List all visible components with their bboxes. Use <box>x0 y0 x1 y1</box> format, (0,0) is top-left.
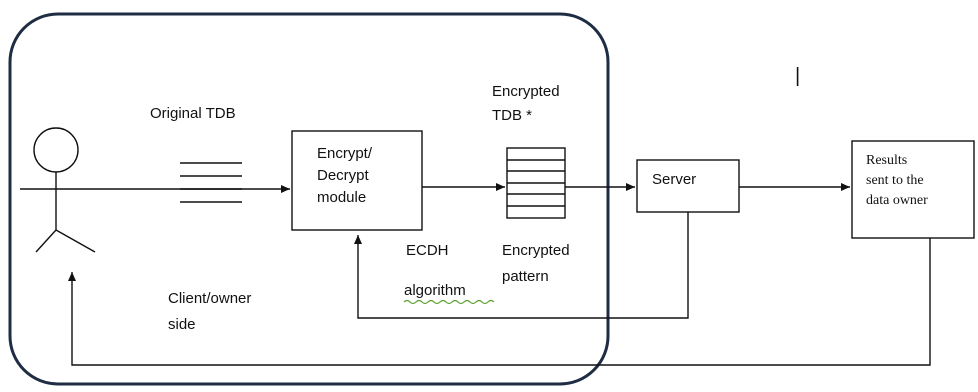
encrypted-tdb-label-line1: Encrypted <box>492 83 560 100</box>
encrypted-pattern-label-line2: pattern <box>502 268 549 285</box>
results-to-owner-return-path <box>68 238 931 366</box>
server-label: Server <box>652 171 696 188</box>
results-label-line1: Results <box>866 153 907 168</box>
ecdh-label-line2: algorithm <box>404 282 466 299</box>
encrypt-decrypt-module-box <box>291 130 423 231</box>
figure-right-leg <box>55 229 96 253</box>
original-tdb-lines <box>180 162 242 203</box>
stray-vertical-mark: | <box>795 65 800 87</box>
results-label-line3: data owner <box>866 193 928 208</box>
results-label-line2: sent to the <box>866 173 924 188</box>
encrypted-tdb-table <box>506 147 566 219</box>
encrypt-module-label-line3: module <box>317 189 366 206</box>
encrypt-module-label-line2: Decrypt <box>317 167 370 184</box>
data-owner-stick-figure <box>33 127 96 253</box>
client-owner-side-label-line2: side <box>168 316 196 333</box>
client-owner-side-region <box>8 12 610 386</box>
server-box <box>636 159 740 213</box>
encrypt-module-label-line1: Encrypt/ <box>317 145 373 162</box>
server-to-module-return-path <box>354 212 689 319</box>
figure-head <box>33 127 79 173</box>
results-box <box>851 140 975 239</box>
ecdh-label-line1: ECDH <box>406 242 449 259</box>
client-owner-side-label-line1: Client/owner <box>168 290 251 307</box>
original-tdb-label: Original TDB <box>150 105 236 122</box>
spellcheck-underline <box>403 299 495 305</box>
figure-left-leg <box>35 229 57 253</box>
encrypted-tdb-label-line2: TDB * <box>492 107 532 124</box>
encrypted-pattern-label-line1: Encrypted <box>502 242 570 259</box>
